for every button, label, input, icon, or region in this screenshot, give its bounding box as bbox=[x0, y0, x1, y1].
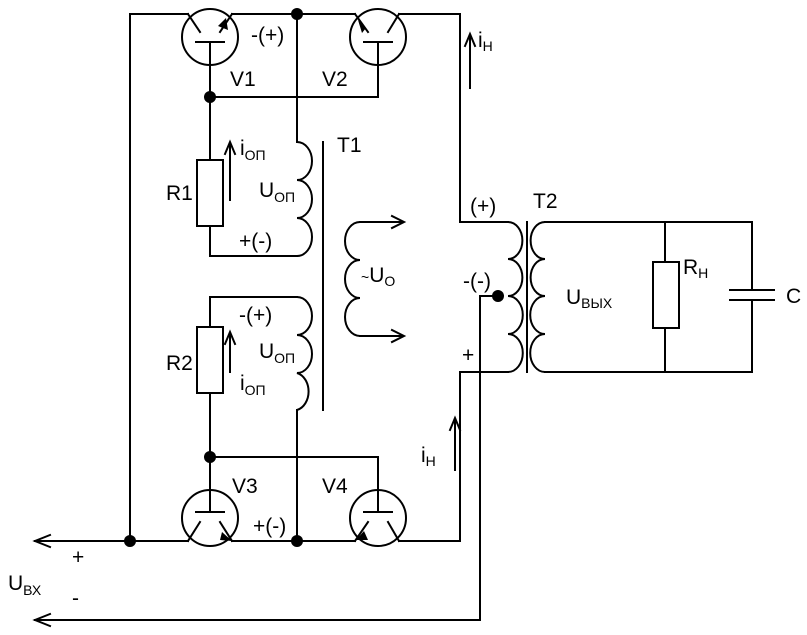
label-rn: RН bbox=[683, 256, 708, 281]
transistor-v3 bbox=[181, 489, 239, 547]
label-i-n-bottom: iН bbox=[421, 444, 436, 469]
center-tap-return-wire bbox=[34, 295, 499, 621]
t1-lower-to-r2-wire bbox=[209, 296, 298, 328]
label-polarity-t2-bottom: + bbox=[462, 344, 474, 367]
t2-top-feed-wire bbox=[459, 13, 509, 223]
capacitor-c bbox=[729, 279, 775, 301]
transistor-v2 bbox=[349, 8, 407, 66]
current-arrows bbox=[32, 31, 477, 628]
label-polarity-t1-upper: +(-) bbox=[239, 230, 272, 253]
junction-dots bbox=[124, 8, 504, 547]
label-u-op-top: UОП bbox=[259, 179, 295, 205]
wires bbox=[34, 13, 753, 621]
transformer-t2 bbox=[507, 221, 546, 373]
r1-lower-wire bbox=[209, 225, 298, 257]
label-r1: R1 bbox=[166, 182, 193, 205]
label-v1: V1 bbox=[230, 68, 256, 91]
label-v3: V3 bbox=[232, 475, 258, 498]
label-polarity-t2-top: (+) bbox=[470, 195, 496, 218]
label-i-op-top: iОП bbox=[240, 137, 266, 163]
label-polarity-v3-v4: +(-) bbox=[253, 515, 286, 538]
label-v4: V4 bbox=[322, 475, 348, 498]
label-u-in: UВХ bbox=[8, 572, 42, 598]
label-polarity-t1-lower: -(+) bbox=[239, 304, 272, 327]
label-i-n-top: iН bbox=[478, 29, 493, 54]
label-u-o: ~UО bbox=[361, 264, 395, 289]
label-c: C bbox=[786, 285, 801, 308]
label-t1: T1 bbox=[337, 134, 362, 157]
resistor-r2 bbox=[196, 326, 224, 394]
label-t2: T2 bbox=[533, 190, 558, 213]
secondary-bottom-wire bbox=[544, 299, 753, 373]
transistor-v1 bbox=[181, 8, 239, 66]
t2-bottom-feed-wire bbox=[459, 371, 509, 542]
labels: V1 V2 V3 V4 R1 R2 RН C T1 T2 UОП UОП ~UО… bbox=[8, 24, 801, 610]
label-i-op-bottom: iОП bbox=[240, 372, 266, 398]
transformer-t1 bbox=[296, 141, 407, 411]
r2-to-v3-v4-node-wire bbox=[209, 392, 379, 496]
label-input-plus: + bbox=[72, 546, 84, 569]
transistor-v4 bbox=[349, 489, 407, 547]
label-v2: V2 bbox=[322, 68, 348, 91]
resistor-rn bbox=[652, 261, 680, 329]
label-polarity-t2-tap: -(-) bbox=[463, 270, 491, 293]
label-r2: R2 bbox=[166, 352, 193, 375]
label-u-op-bottom: UОП bbox=[259, 340, 295, 366]
label-polarity-v1-v2: -(+) bbox=[251, 24, 284, 47]
v1-v2-base-node-wire bbox=[209, 59, 379, 98]
label-u-out: UВЫХ bbox=[566, 286, 613, 311]
left-rail-wire bbox=[34, 13, 131, 542]
resistor-r1 bbox=[196, 159, 224, 227]
label-input-minus: - bbox=[72, 587, 79, 610]
secondary-top-wire bbox=[544, 221, 753, 281]
